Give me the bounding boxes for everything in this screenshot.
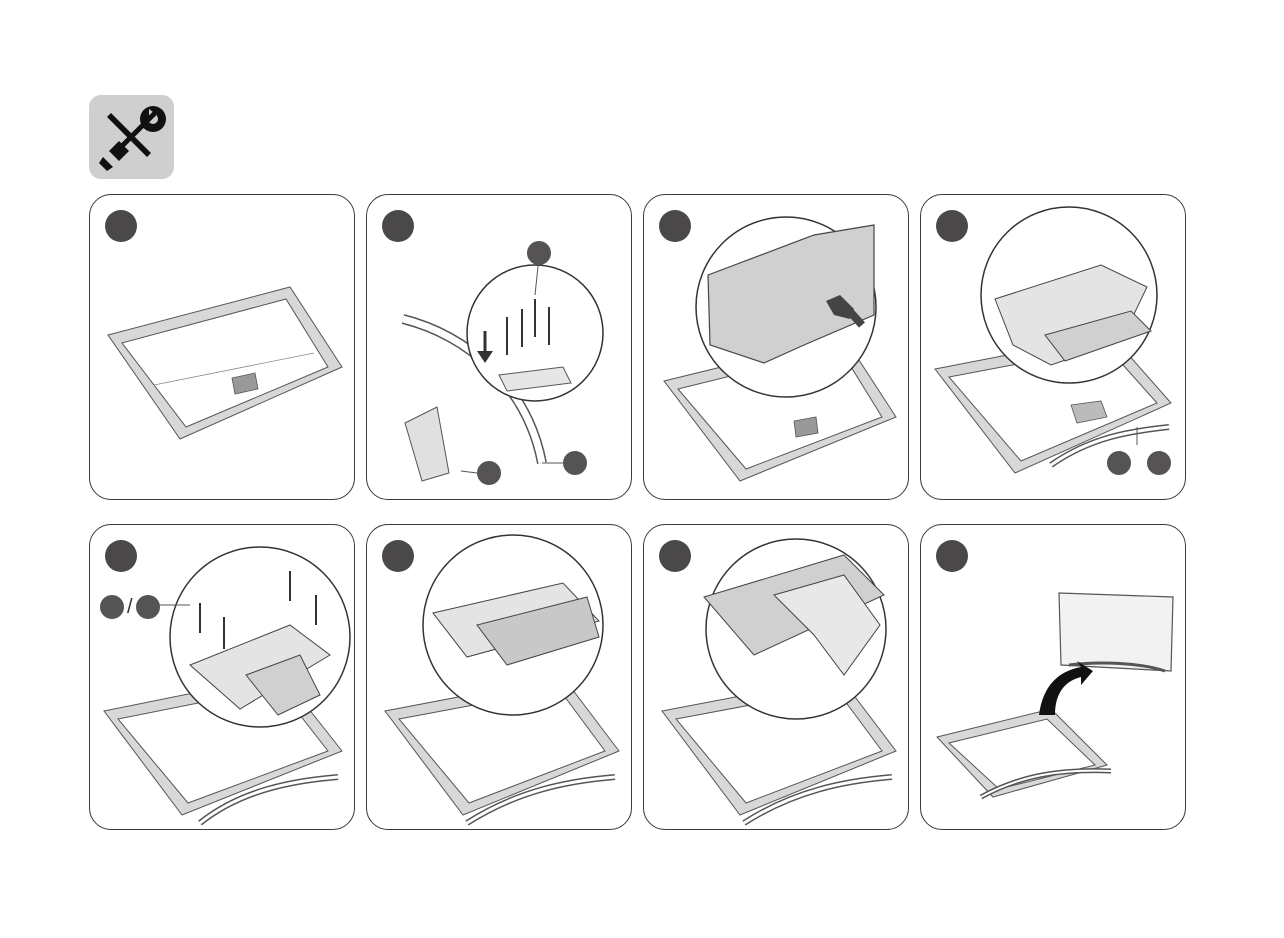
step-8-panel [920,524,1186,830]
step-7-panel [643,524,909,830]
tv-face-down-illustration [90,195,355,500]
part-ref-bracket-badge [477,461,501,485]
part-ref-base-badge [563,451,587,475]
align-cover-illustration [367,525,632,830]
step-number-badge [659,210,691,242]
step-number-badge [105,540,137,572]
part-ref-screw-badge [527,241,551,265]
step-5-panel: / [89,524,355,830]
part-ref-base-badge [1147,451,1171,475]
upright-tv-illustration [921,525,1186,830]
part-ref-screw-a-badge [100,595,124,619]
step-2-panel [366,194,632,500]
attach-stand-illustration [921,195,1186,500]
or-separator: / [127,597,133,617]
step-number-badge [936,540,968,572]
step-1-panel [89,194,355,500]
step-number-badge [105,210,137,242]
step-6-panel [366,524,632,830]
snap-cover-illustration [644,525,909,830]
part-ref-screw-b-badge [136,595,160,619]
step-number-badge [382,210,414,242]
remove-cover-illustration [644,195,909,500]
step-number-badge [382,540,414,572]
stand-parts-illustration [367,195,632,500]
step-number-badge [936,210,968,242]
screw-stand-illustration [90,525,355,830]
step-4-panel [920,194,1186,500]
part-ref-stand-badge [1107,451,1131,475]
tools-icon [89,95,174,179]
step-number-badge [659,540,691,572]
step-3-panel [643,194,909,500]
